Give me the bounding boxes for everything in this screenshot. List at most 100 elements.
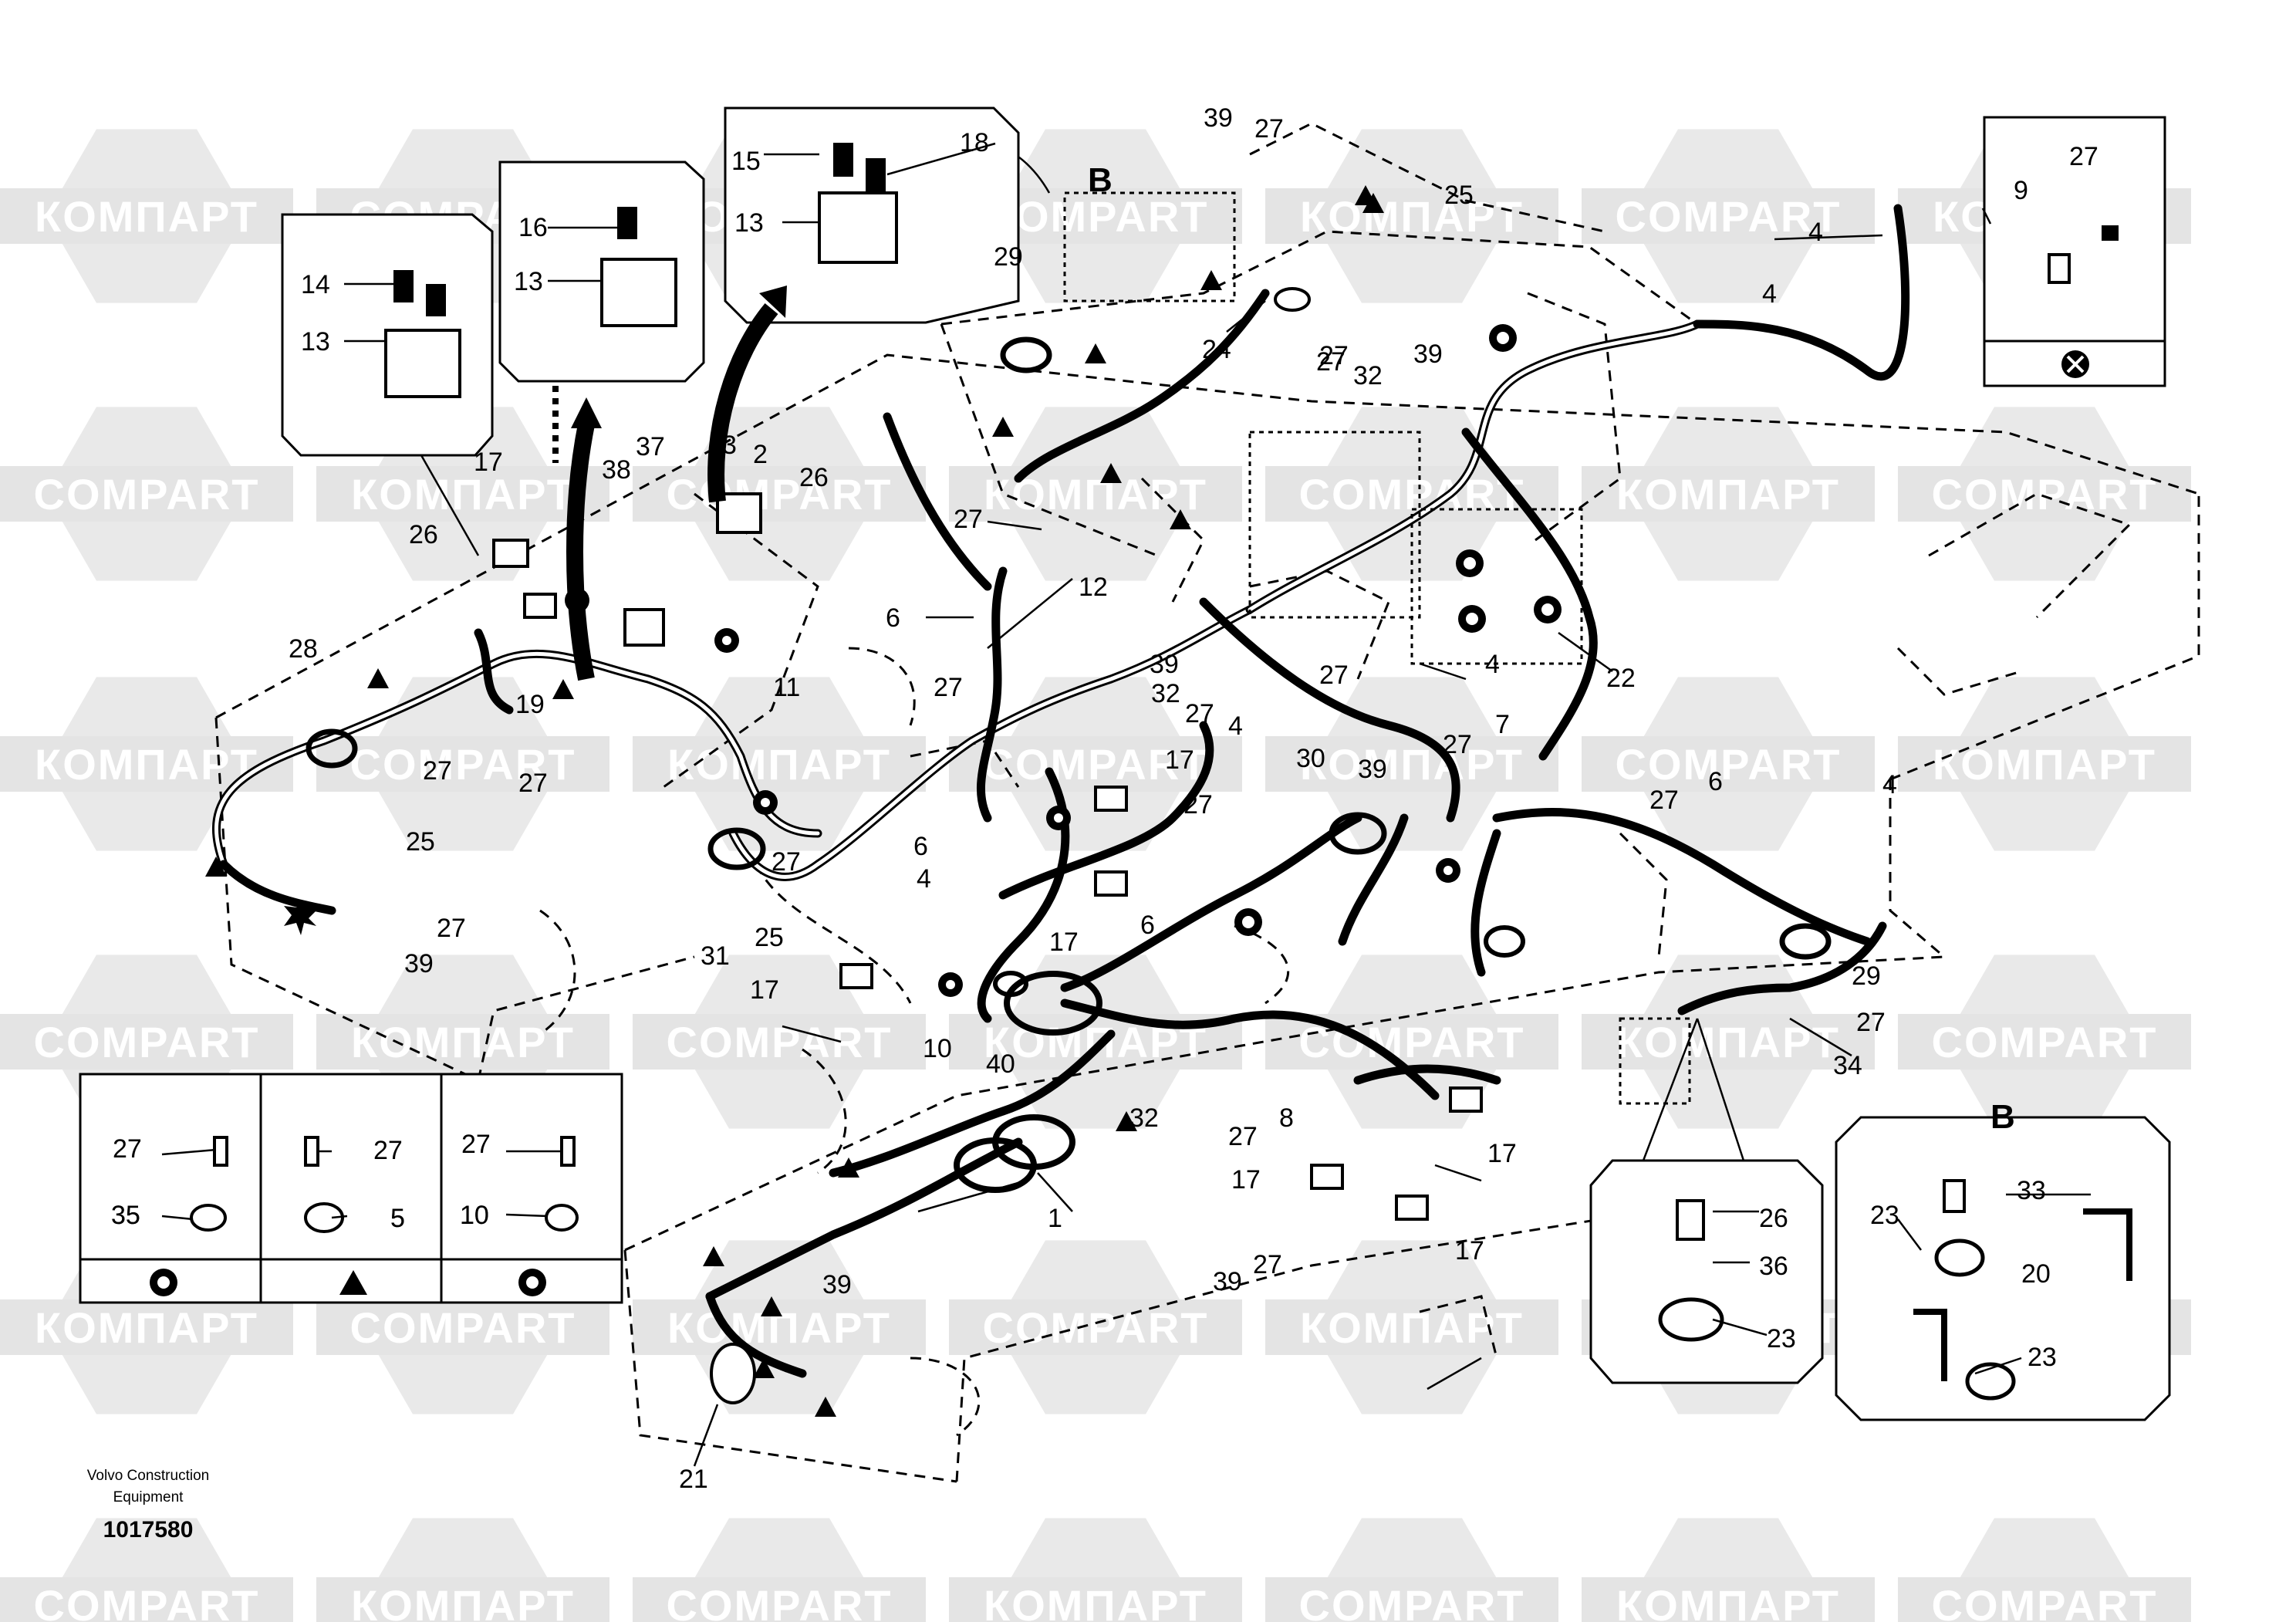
wiring-harness bbox=[212, 204, 1910, 1378]
watermark-band bbox=[633, 736, 926, 792]
watermark-band bbox=[316, 736, 609, 792]
watermark-tile: КОМПАРТ bbox=[633, 1240, 926, 1414]
watermark-tile: КОМПАРТ bbox=[1582, 955, 1875, 1129]
watermark-tile: КОМПАРТ bbox=[949, 955, 1242, 1129]
watermark-tile: COMPART bbox=[633, 1518, 926, 1622]
watermark-band bbox=[1265, 1299, 1558, 1355]
watermark-tile: КОМПАРТ bbox=[949, 407, 1242, 581]
callout-26: 26 bbox=[409, 520, 438, 549]
watermark-tile: COMPART bbox=[316, 677, 609, 851]
callout-32: 32 bbox=[1353, 361, 1383, 390]
callout-27: 27 bbox=[437, 914, 466, 943]
callout-27: 27 bbox=[1254, 114, 1284, 144]
watermark-text: COMPART bbox=[983, 1303, 1209, 1352]
frame-outline bbox=[214, 122, 2200, 1483]
callout-27: 27 bbox=[772, 847, 801, 877]
callout-25: 25 bbox=[406, 827, 435, 857]
watermark-tile: COMPART bbox=[1898, 1518, 2191, 1622]
relay-detail-c bbox=[724, 106, 1020, 324]
callout-4: 4 bbox=[1228, 711, 1243, 741]
legend-part: 35 bbox=[111, 1201, 140, 1230]
callout-17: 17 bbox=[474, 448, 503, 477]
callout-13: 13 bbox=[301, 327, 330, 357]
watermark-tile: КОМПАРТ bbox=[0, 129, 293, 303]
watermark-band bbox=[1898, 1577, 2191, 1622]
callout-3: 3 bbox=[722, 431, 737, 460]
callout-27: 27 bbox=[1183, 790, 1213, 819]
callout-8: 8 bbox=[1279, 1103, 1294, 1133]
watermark-band bbox=[633, 1299, 926, 1355]
watermark-text: COMPART bbox=[983, 740, 1209, 789]
callout-21: 21 bbox=[679, 1465, 708, 1494]
watermark-tile: COMPART bbox=[1265, 955, 1558, 1129]
watermark-tile: КОМПАРТ bbox=[1582, 1518, 1875, 1622]
callout-17: 17 bbox=[1231, 1165, 1261, 1195]
watermark-tile: КОМПАРТ bbox=[1265, 129, 1558, 303]
watermark-text: COMPART bbox=[34, 1581, 260, 1622]
legend-part: 27 bbox=[113, 1134, 142, 1164]
callout-6: 6 bbox=[886, 603, 900, 633]
watermark-band bbox=[316, 1577, 609, 1622]
callout-38: 38 bbox=[602, 455, 631, 485]
callout-33: 33 bbox=[2017, 1176, 2046, 1205]
callout-39: 39 bbox=[1358, 755, 1387, 784]
callout-23: 23 bbox=[1767, 1324, 1796, 1353]
watermark-text: КОМПАРТ bbox=[1933, 740, 2156, 789]
watermark-band bbox=[1898, 736, 2191, 792]
legend-part: 10 bbox=[460, 1201, 489, 1230]
callout-23: 23 bbox=[1870, 1201, 1899, 1230]
watermark-text: КОМПАРТ bbox=[984, 1581, 1207, 1622]
watermark-band bbox=[949, 466, 1242, 522]
document-number: 1017580 bbox=[103, 1517, 194, 1543]
watermark-band bbox=[0, 1014, 293, 1070]
watermark-band bbox=[0, 1299, 293, 1355]
watermark-tile: COMPART bbox=[949, 129, 1242, 303]
callout-18: 18 bbox=[960, 128, 989, 157]
callout-27: 27 bbox=[518, 769, 548, 798]
watermark-tile: COMPART bbox=[1265, 407, 1558, 581]
callout-labels: 1 2 3 4 4 4 4 4 4 5 6 6 6 6 7 8 9 10 10 … bbox=[111, 103, 2098, 1494]
callout-13: 13 bbox=[734, 208, 764, 238]
watermark-text: COMPART bbox=[1299, 470, 1525, 519]
callout-17: 17 bbox=[1165, 745, 1194, 775]
watermark-tile: COMPART bbox=[1582, 677, 1875, 851]
leader-lines bbox=[161, 142, 2091, 1467]
callout-7: 7 bbox=[1495, 710, 1510, 739]
callout-6: 6 bbox=[1708, 767, 1723, 796]
watermark-text: КОМПАРТ bbox=[351, 1581, 575, 1622]
watermark-tile: КОМПАРТ bbox=[1898, 677, 2191, 851]
callout-37: 37 bbox=[636, 432, 665, 461]
clamp-detail-balloon bbox=[1589, 1018, 1824, 1384]
watermark-band bbox=[1582, 188, 1875, 244]
callout-29: 29 bbox=[994, 242, 1023, 272]
callout-16: 16 bbox=[518, 213, 548, 242]
callout-19: 19 bbox=[515, 690, 545, 719]
watermark-band bbox=[949, 736, 1242, 792]
callout-23: 23 bbox=[2028, 1343, 2057, 1372]
watermark-tile: COMPART bbox=[1265, 1518, 1558, 1622]
callout-31: 31 bbox=[701, 941, 730, 971]
watermark-tile: COMPART bbox=[0, 1518, 293, 1622]
callout-40: 40 bbox=[986, 1049, 1015, 1079]
watermark-tile: COMPART bbox=[633, 955, 926, 1129]
callout-32: 32 bbox=[1151, 679, 1180, 708]
callout-35: 35 bbox=[111, 1201, 140, 1230]
watermark-tile: COMPART bbox=[949, 1240, 1242, 1414]
watermark-band bbox=[316, 1014, 609, 1070]
callout-5: 5 bbox=[390, 1204, 405, 1233]
watermark-band bbox=[1265, 1577, 1558, 1622]
detail-b-balloon bbox=[1835, 1116, 2171, 1421]
watermark-band bbox=[1582, 1014, 1875, 1070]
callout-1: 1 bbox=[1048, 1204, 1062, 1233]
watermark-band bbox=[1265, 188, 1558, 244]
watermark-text: КОМПАРТ bbox=[351, 1018, 575, 1066]
watermark-band bbox=[633, 466, 926, 522]
watermark-band bbox=[633, 1014, 926, 1070]
detail-label-b: B bbox=[1088, 161, 1113, 199]
watermark-text: КОМПАРТ bbox=[35, 1303, 258, 1352]
callout-30: 30 bbox=[1296, 744, 1325, 773]
callout-25: 25 bbox=[1444, 181, 1474, 210]
relay-detail-b bbox=[498, 161, 705, 383]
callout-27: 27 bbox=[1319, 661, 1349, 690]
